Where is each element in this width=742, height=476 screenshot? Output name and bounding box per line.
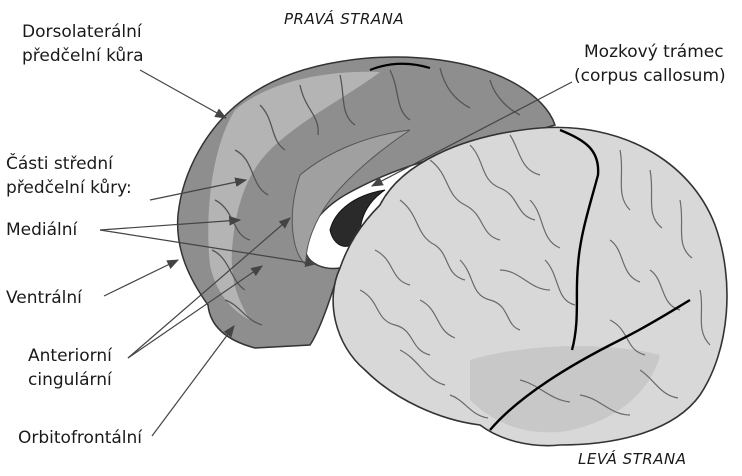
label-ventral: Ventrální xyxy=(6,288,82,309)
label-medial: Mediální xyxy=(6,220,77,241)
left-side-label: LEVÁ STRANA xyxy=(578,450,686,468)
label-mpfc-line1: Části střední xyxy=(6,154,113,175)
label-ofc: Orbitofrontální xyxy=(18,428,142,449)
label-corpus-line2: (corpus callosum) xyxy=(574,66,726,87)
arrow-ofc xyxy=(152,326,234,436)
label-dlpfc-line1: Dorsolaterální xyxy=(22,22,142,43)
label-acc-line1: Anteriorní xyxy=(28,346,112,367)
arrow-ventral xyxy=(104,260,178,296)
arrow-dlpfc xyxy=(140,70,226,118)
right-side-label: PRAVÁ STRANA xyxy=(284,10,404,28)
label-acc-line2: cingulární xyxy=(28,370,112,391)
label-mpfc-line2: předčelní kůry: xyxy=(6,178,132,199)
label-dlpfc-line2: předčelní kůra xyxy=(22,46,144,67)
label-corpus-line1: Mozkový trámec xyxy=(584,42,724,63)
